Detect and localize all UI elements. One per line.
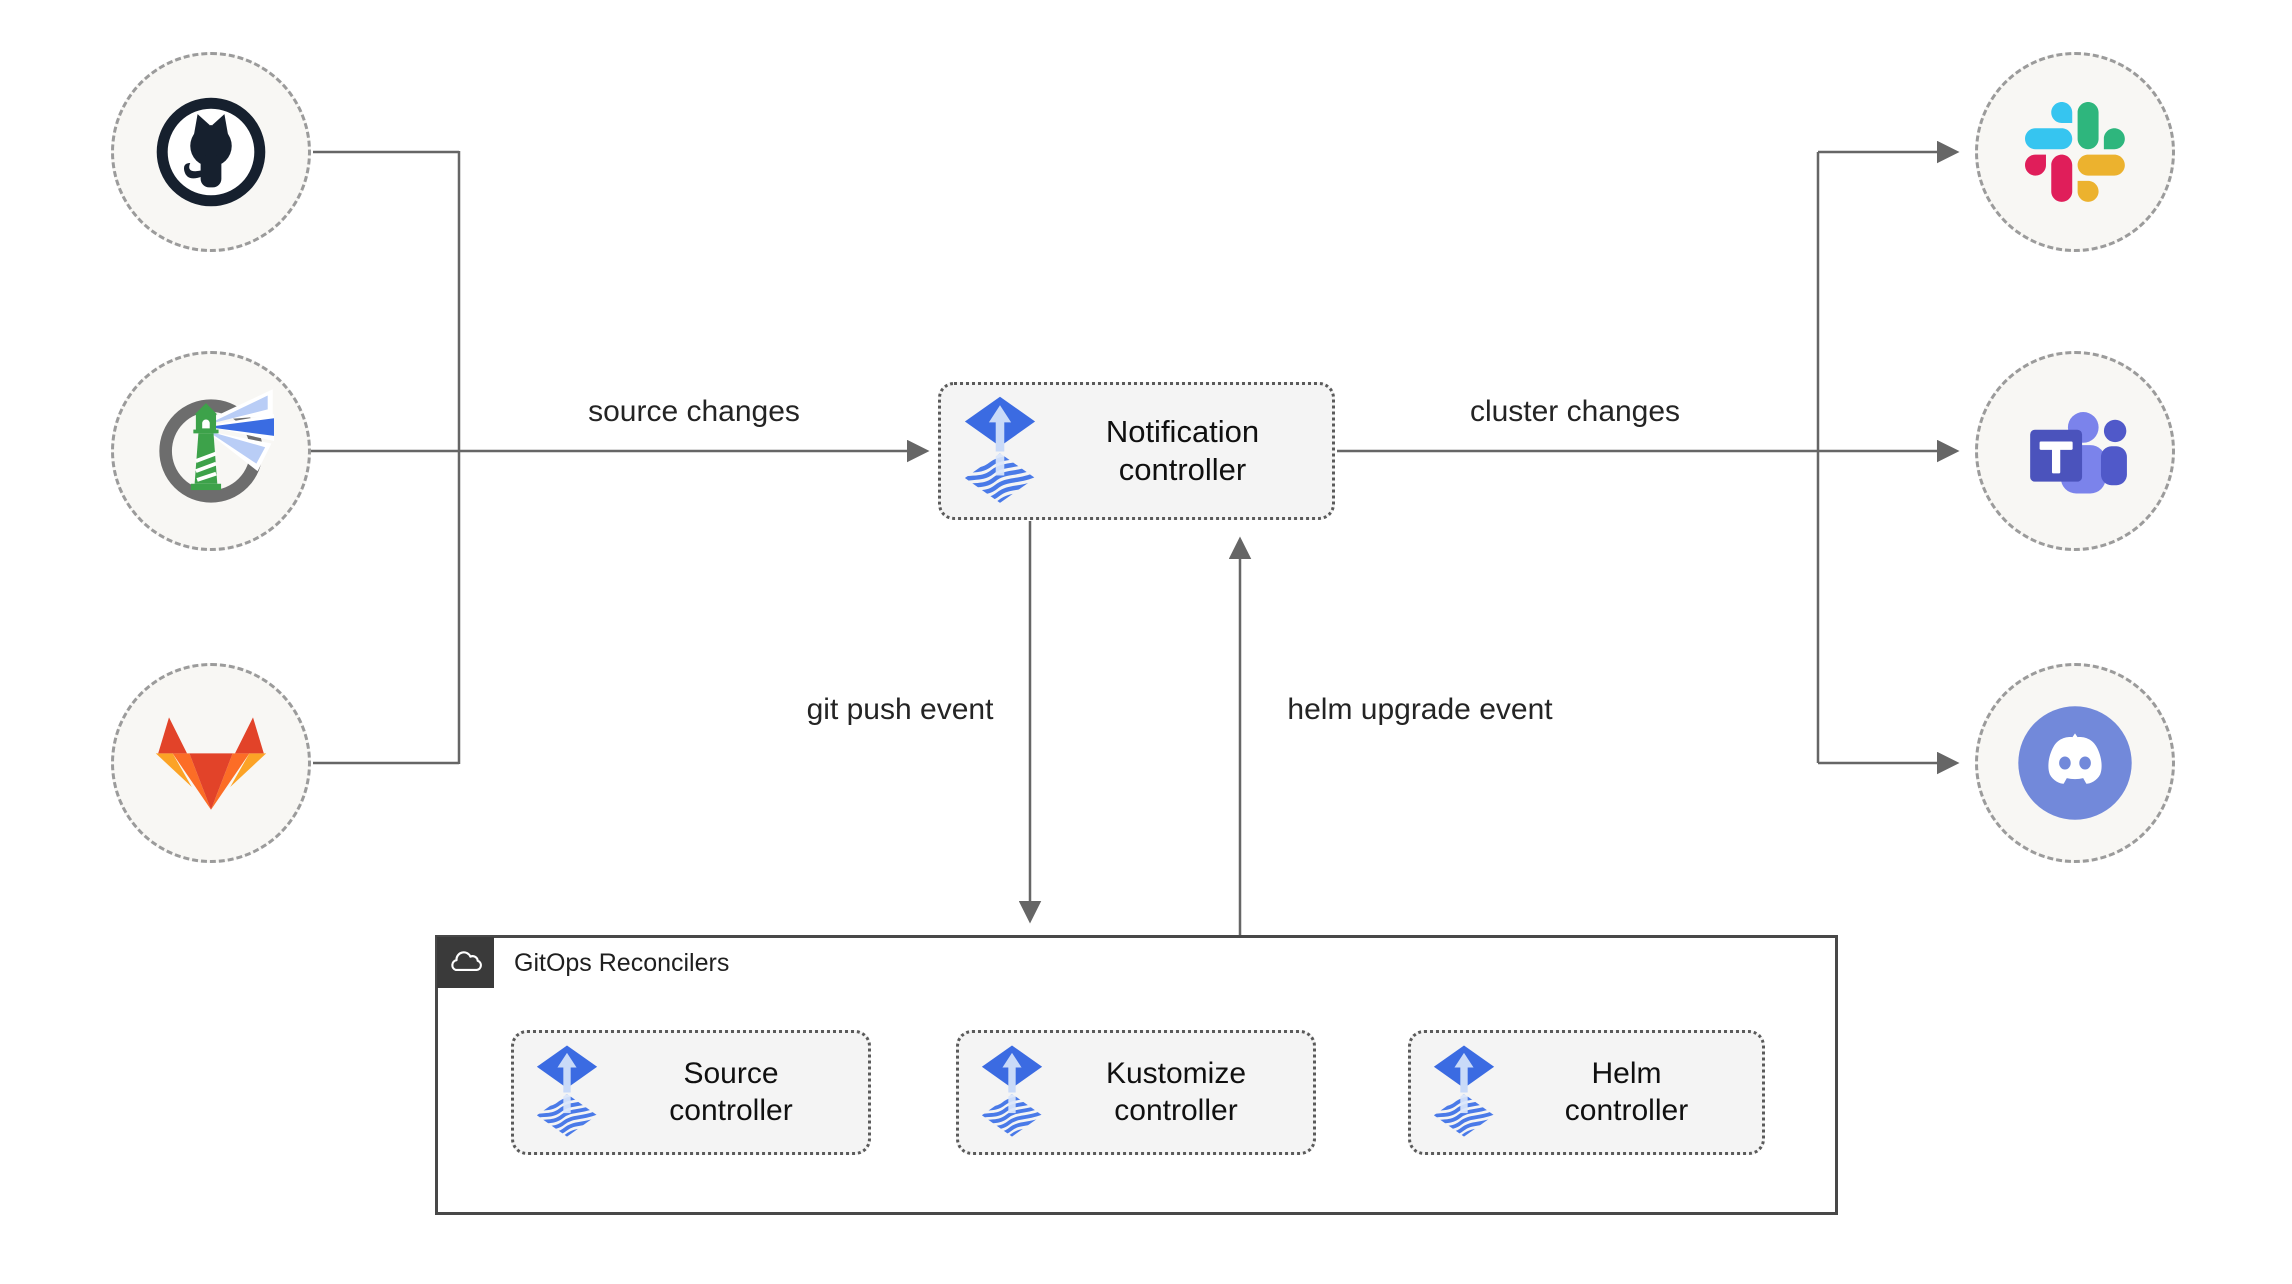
discord-icon — [2018, 706, 2132, 820]
git-push-event-label: git push event — [806, 693, 994, 726]
helm-controller-label: Helm controller — [1564, 1056, 1689, 1127]
source-controller-node: Source controller — [511, 1030, 871, 1155]
gitops-reconcilers-group: GitOps Reconcilers Source controller Kus… — [435, 935, 1838, 1215]
flux-icon — [1427, 1044, 1501, 1141]
gitlab-node — [111, 663, 311, 863]
github-icon — [156, 97, 266, 207]
source-controller-label: Source controller — [669, 1056, 793, 1127]
slack-icon — [2025, 102, 2125, 202]
cloud-icon — [450, 950, 482, 971]
kustomize-controller-node: Kustomize controller — [956, 1030, 1316, 1155]
source-changes-label: source changes — [588, 395, 800, 428]
notification-controller-node: Notification controller — [938, 382, 1335, 520]
cluster-changes-label: cluster changes — [1469, 395, 1681, 428]
helm-upgrade-event-label: helm upgrade event — [1287, 693, 1553, 726]
github-node — [111, 52, 311, 252]
helm-controller-node: Helm controller — [1408, 1030, 1765, 1155]
discord-node — [1975, 663, 2175, 863]
flux-icon — [530, 1044, 604, 1141]
group-tab — [437, 937, 494, 988]
teams-node — [1975, 351, 2175, 551]
teams-icon — [2030, 412, 2127, 494]
flux-icon — [957, 395, 1043, 508]
harbor-node — [111, 351, 311, 551]
notification-controller-label: Notification controller — [1105, 414, 1260, 487]
flux-icon — [975, 1044, 1049, 1141]
group-title: GitOps Reconcilers — [514, 949, 730, 977]
gitlab-icon — [155, 717, 267, 810]
harbor-icon — [159, 389, 274, 503]
kustomize-controller-label: Kustomize controller — [1105, 1056, 1247, 1127]
slack-node — [1975, 52, 2175, 252]
